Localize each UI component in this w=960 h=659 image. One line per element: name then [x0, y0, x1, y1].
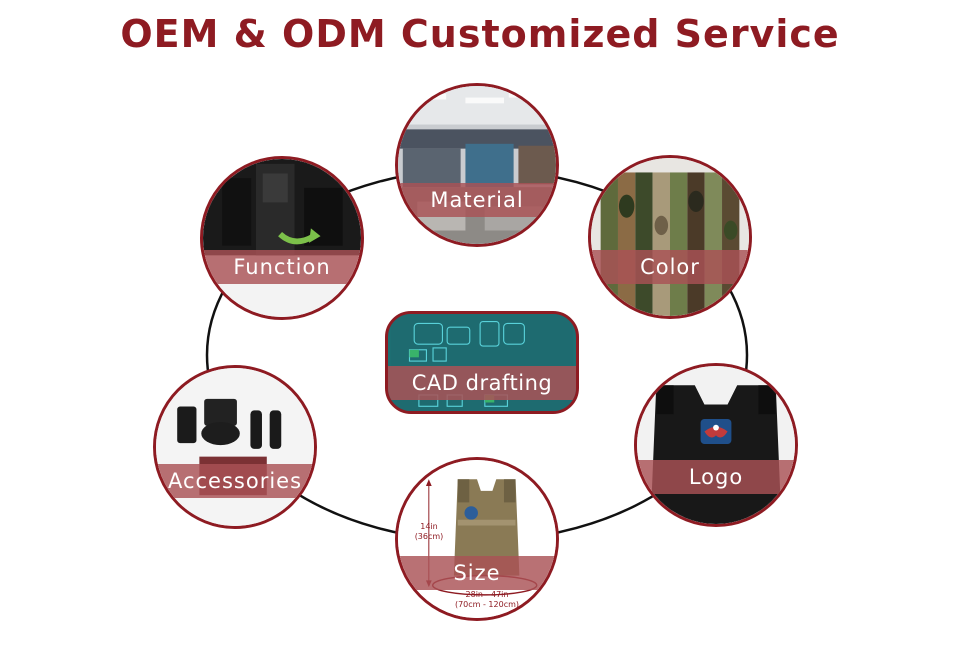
camo-fabric-image [591, 158, 749, 316]
node-label: Color [591, 250, 749, 284]
page-title: OEM & ODM Customized Service [120, 12, 840, 56]
node-label: CAD drafting [388, 366, 576, 400]
vest-logo-image [637, 366, 795, 524]
width-cm: (70cm - 120cm) [454, 600, 520, 609]
width-dimension: 28in - 47in (70cm - 120cm) [437, 590, 537, 610]
node-label: Accessories [156, 464, 314, 498]
node-cad-drafting: CAD drafting [385, 311, 579, 414]
node-color: Color [588, 155, 752, 319]
node-label: Logo [637, 460, 795, 494]
height-cm: (36cm) [414, 532, 444, 541]
width-in: 28in - 47in [465, 590, 509, 599]
node-label: Size [398, 556, 556, 590]
node-logo: Logo [634, 363, 798, 527]
node-label: Material [398, 183, 556, 217]
height-dimension: 14in (36cm) [413, 522, 445, 542]
node-function: Function [200, 156, 364, 320]
warehouse-image [398, 86, 556, 244]
pouches-image [156, 368, 314, 526]
vest-buckle-image [203, 159, 361, 317]
height-in: 14in [420, 522, 438, 531]
node-material: Material [395, 83, 559, 247]
node-accessories: Accessories [153, 365, 317, 529]
node-label: Function [203, 250, 361, 284]
node-size: Size [395, 457, 559, 621]
